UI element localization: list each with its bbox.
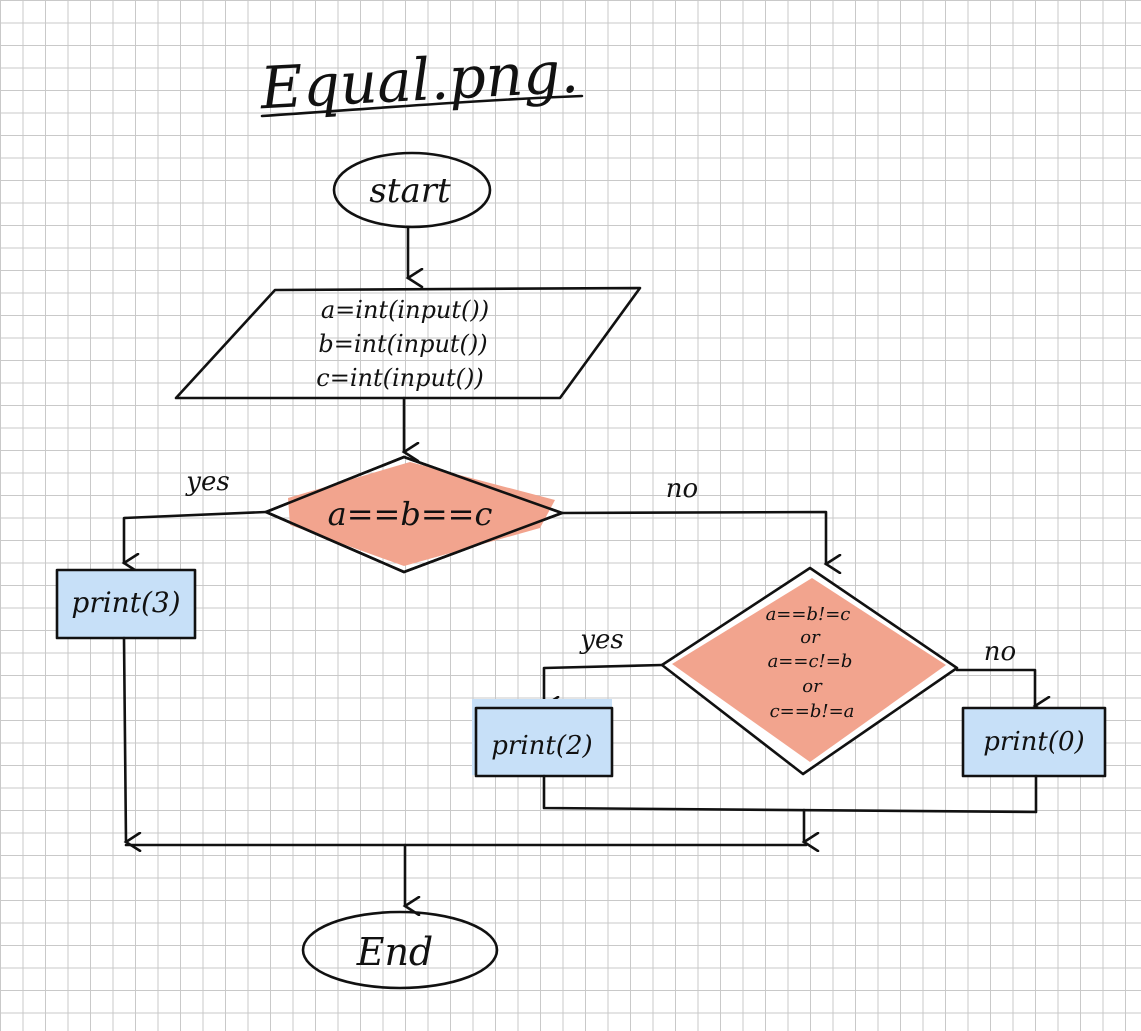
d1-no-label: no [666,474,698,504]
input-line-b: b=int(input()) [318,330,487,358]
decision2-line2: or [800,627,821,648]
print0-label: print(0) [983,727,1084,757]
decision2-line5: c==b!=a [770,701,855,722]
arrow-d1-no [560,510,826,564]
input-line-c: c=int(input()) [316,364,483,392]
d2-yes-label: yes [579,625,623,655]
decision2-line3: a==c!=b [768,651,853,672]
start-terminal: start [332,151,492,229]
print0-box: print(0) [961,706,1107,778]
decision1-label: a==b==c [328,495,493,533]
decision1-diamond: a==b==c [264,455,564,574]
input-line-a: a=int(input()) [321,296,489,324]
arrow-d2-yes [544,663,664,706]
end-terminal: End [301,910,499,990]
decision2-line1: a==b!=c [766,604,851,625]
decision2-diamond: a==b!=c or a==c!=b or c==b!=a [660,566,959,776]
decision2-line4: or [802,676,823,697]
input-parallelogram: a=int(input()) b=int(input()) c=int(inpu… [174,286,642,400]
arrow-d1-yes [124,510,268,563]
merge-line-d2 [542,774,1038,814]
print3-label: print(3) [71,586,180,619]
arrow-d2-no [955,668,1035,706]
d2-no-label: no [984,637,1016,667]
start-label: start [369,171,451,211]
diagram-title: Equal.png. [258,38,581,123]
print2-label: print(2) [491,731,592,761]
d1-yes-label: yes [185,467,229,497]
print3-box: print(3) [55,568,197,640]
title-underline [260,94,584,118]
arrow-print3-down [122,636,126,842]
print2-box: print(2) [472,699,614,778]
end-label: End [356,930,434,974]
